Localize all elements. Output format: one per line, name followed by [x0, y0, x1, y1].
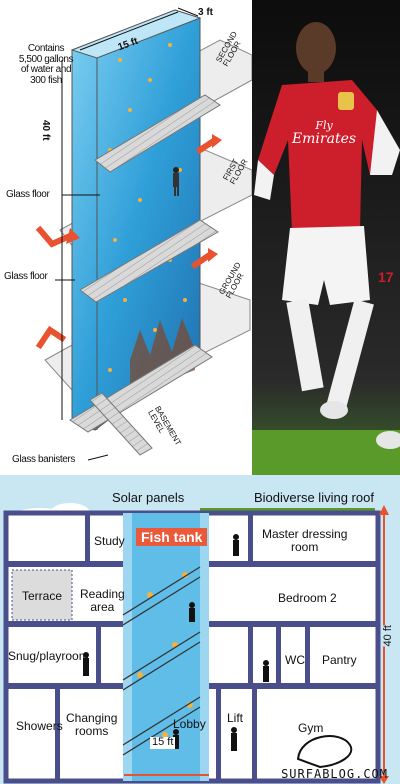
room-bedroom2: Bedroom 2	[278, 591, 337, 605]
pitch-grass	[252, 430, 400, 475]
room-lift: Lift	[227, 711, 244, 725]
people	[83, 534, 269, 751]
depth-dim	[177, 7, 199, 17]
house-section: Solar panels Biodiverse living roof 40 f…	[0, 475, 400, 784]
room-lobby: Lobby	[173, 717, 206, 731]
left-leg	[286, 298, 324, 392]
room-changing-line-1: Changing	[66, 711, 118, 725]
glass-banisters: Glass banisters	[12, 454, 75, 465]
contains-block: Contains 5,500 gallons of water and 300 …	[8, 43, 84, 86]
watermark: SURFABLOG.COM	[281, 767, 388, 781]
contains-line-2: 5,500 gallons	[18, 53, 74, 65]
room-master-line-1: Master dressing	[262, 527, 348, 541]
head	[296, 22, 336, 74]
room-reading: Reading area	[80, 587, 125, 615]
stairs-upper	[94, 94, 221, 173]
height-label: 40 ft	[40, 120, 51, 141]
house-stairs	[122, 566, 201, 756]
room-reading-line-2: area	[90, 600, 115, 615]
player-photo-art	[252, 0, 400, 475]
room-gym: Gym	[298, 721, 324, 735]
person-figure	[173, 167, 179, 196]
terrace-box	[11, 569, 73, 621]
shirt-sponsor-line-2: Emirates	[291, 131, 357, 147]
boot-right	[376, 431, 400, 449]
stairs-basement	[89, 392, 153, 456]
glass-floor-lower: Glass floor	[4, 271, 48, 282]
white-shorts	[282, 226, 370, 305]
room-wc: WC	[285, 653, 305, 667]
red-shirt	[258, 80, 392, 232]
shirt-sponsor: Fly Emirates	[288, 118, 360, 146]
tank-diagram-art	[35, 7, 252, 461]
fish-dots	[108, 43, 187, 392]
room-snug: Snug/playroom	[8, 649, 89, 663]
glass-floor-upper: Glass floor	[6, 189, 50, 200]
contains-line-4: 300 fish	[30, 74, 62, 86]
width-dim	[79, 11, 179, 51]
shorts-number: 17	[378, 269, 394, 285]
room-showers: Showers	[16, 719, 63, 733]
room-changing: Changing rooms	[66, 711, 118, 739]
room-master-line-2: room	[291, 540, 319, 555]
house-art	[3, 503, 389, 784]
contains-line-1: Contains	[27, 43, 65, 54]
tank-diagram: 3 ft 15 ft 40 ft Contains 5,500 gallons …	[0, 0, 252, 475]
arrows	[35, 137, 217, 350]
room-master: Master dressing room	[262, 527, 348, 555]
room-changing-line-2: rooms	[75, 724, 109, 739]
club-crest	[338, 92, 354, 110]
depth-label: 3 ft	[198, 7, 213, 18]
cap-logo	[296, 735, 353, 769]
room-study: Study	[94, 534, 125, 548]
room-reading-line-1: Reading	[80, 587, 125, 601]
room-terrace: Terrace	[22, 589, 63, 603]
fish-tank-label: Fish tank	[136, 528, 208, 546]
solar-panels-label: Solar panels	[112, 490, 185, 505]
contains-line-3: of water and	[20, 64, 72, 75]
right-leg	[326, 299, 374, 411]
shirt-sponsor-line-1: Fly	[315, 119, 333, 132]
player-photo: Fly Emirates 17	[252, 0, 400, 475]
width-15-label: 15 ft	[150, 736, 176, 749]
living-roof-label: Biodiverse living roof	[254, 490, 374, 505]
room-pantry: Pantry	[322, 653, 357, 667]
stairs-middle	[79, 219, 219, 303]
boot-left	[320, 401, 348, 419]
height-40-label: 40 ft	[381, 625, 395, 647]
